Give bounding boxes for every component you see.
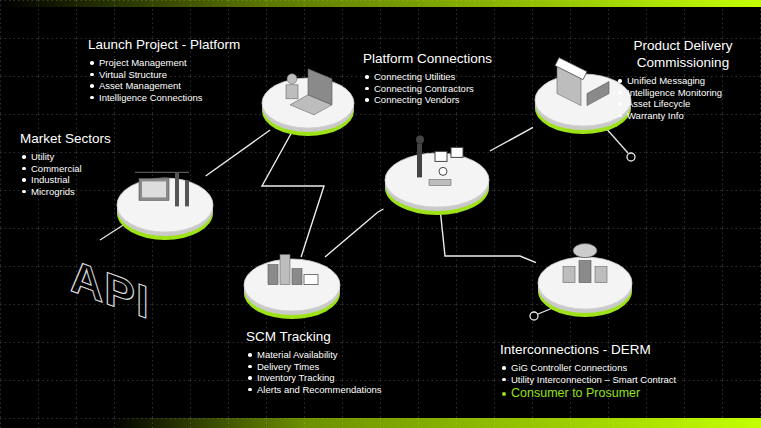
bullet-item: Microgrids bbox=[20, 186, 111, 198]
bullet-item: Utility bbox=[20, 151, 111, 163]
bullet-item: Unified Messaging bbox=[616, 75, 754, 87]
bullet-item: Asset Lifecycle bbox=[616, 98, 754, 110]
platform-disc: Product Delivery CommissioningUnified Me… bbox=[533, 72, 633, 136]
bullet-item: Project Management bbox=[88, 57, 240, 69]
disc-shape bbox=[536, 255, 634, 319]
bullet-item: Intelligence Monitoring bbox=[616, 87, 754, 99]
text-block: Interconnections - DERM GiG Controller Co… bbox=[500, 342, 676, 401]
bullet-item: Alerts and Recommendations bbox=[246, 384, 382, 396]
platform-disc: Platform ConnectionsConnecting Utilities… bbox=[383, 151, 491, 217]
connector-line bbox=[206, 130, 270, 176]
disc-shape bbox=[242, 257, 342, 321]
bullet-item: Connecting Contractors bbox=[363, 83, 492, 95]
bullet-item: Virtual Structure bbox=[88, 69, 240, 81]
bullet-item: Intelligence Connections bbox=[88, 92, 240, 104]
disc-shape bbox=[383, 151, 491, 217]
text-block: Market SectorsUtilityCommercialIndustria… bbox=[20, 131, 111, 197]
bullet-item: Commercial bbox=[20, 163, 111, 175]
bullet-item: Delivery Times bbox=[246, 361, 382, 373]
section-heading: Platform Connections bbox=[363, 51, 492, 67]
connector-line bbox=[262, 130, 324, 257]
platform-disc: Market SectorsUtilityCommercialIndustria… bbox=[115, 176, 215, 242]
api-label: API bbox=[70, 247, 150, 330]
disc-shape bbox=[260, 76, 356, 138]
section-heading: SCM Tracking bbox=[246, 329, 382, 345]
bullet-item: Asset Management bbox=[88, 80, 240, 92]
bullet-item: Material Availability bbox=[246, 349, 382, 361]
connector-line bbox=[490, 127, 533, 151]
platform-disc: Interconnections - DERMGiG Controller Co… bbox=[536, 255, 634, 319]
connector-line bbox=[325, 209, 384, 257]
leader-lines bbox=[100, 126, 635, 320]
disc-shape bbox=[115, 176, 215, 242]
connector-line bbox=[440, 209, 536, 263]
bullet-item: Industrial bbox=[20, 174, 111, 186]
section-heading: Market Sectors bbox=[20, 131, 111, 147]
platform-disc: Launch Project - PlatformProject Managem… bbox=[260, 76, 356, 138]
section-heading: Interconnections - DERM bbox=[500, 342, 676, 358]
text-block: Platform ConnectionsConnecting Utilities… bbox=[363, 51, 492, 106]
bullet-item: GiG Controller Connections bbox=[500, 362, 676, 374]
bullet-item: Connecting Utilities bbox=[363, 71, 492, 83]
platform-disc: SCM TrackingMaterial AvailabilityDeliver… bbox=[242, 257, 342, 321]
bullet-item: Consumer to Prosumer bbox=[500, 386, 676, 401]
section-heading: Launch Project - Platform bbox=[88, 37, 240, 53]
text-block: Product Delivery CommissioningUnified Me… bbox=[612, 37, 754, 121]
bullet-item: Connecting Vendors bbox=[363, 94, 492, 106]
section-heading: Product Delivery Commissioning bbox=[612, 37, 754, 71]
bullet-item: Utility Interconnection – Smart Contract bbox=[500, 374, 676, 386]
bullet-item: Inventory Tracking bbox=[246, 372, 382, 384]
bottom-bar bbox=[110, 418, 761, 428]
top-bar bbox=[0, 0, 761, 7]
text-block: Launch Project - PlatformProject Managem… bbox=[88, 37, 240, 103]
text-block: SCM TrackingMaterial AvailabilityDeliver… bbox=[246, 329, 382, 395]
bullet-item: Warranty Info bbox=[616, 110, 754, 122]
